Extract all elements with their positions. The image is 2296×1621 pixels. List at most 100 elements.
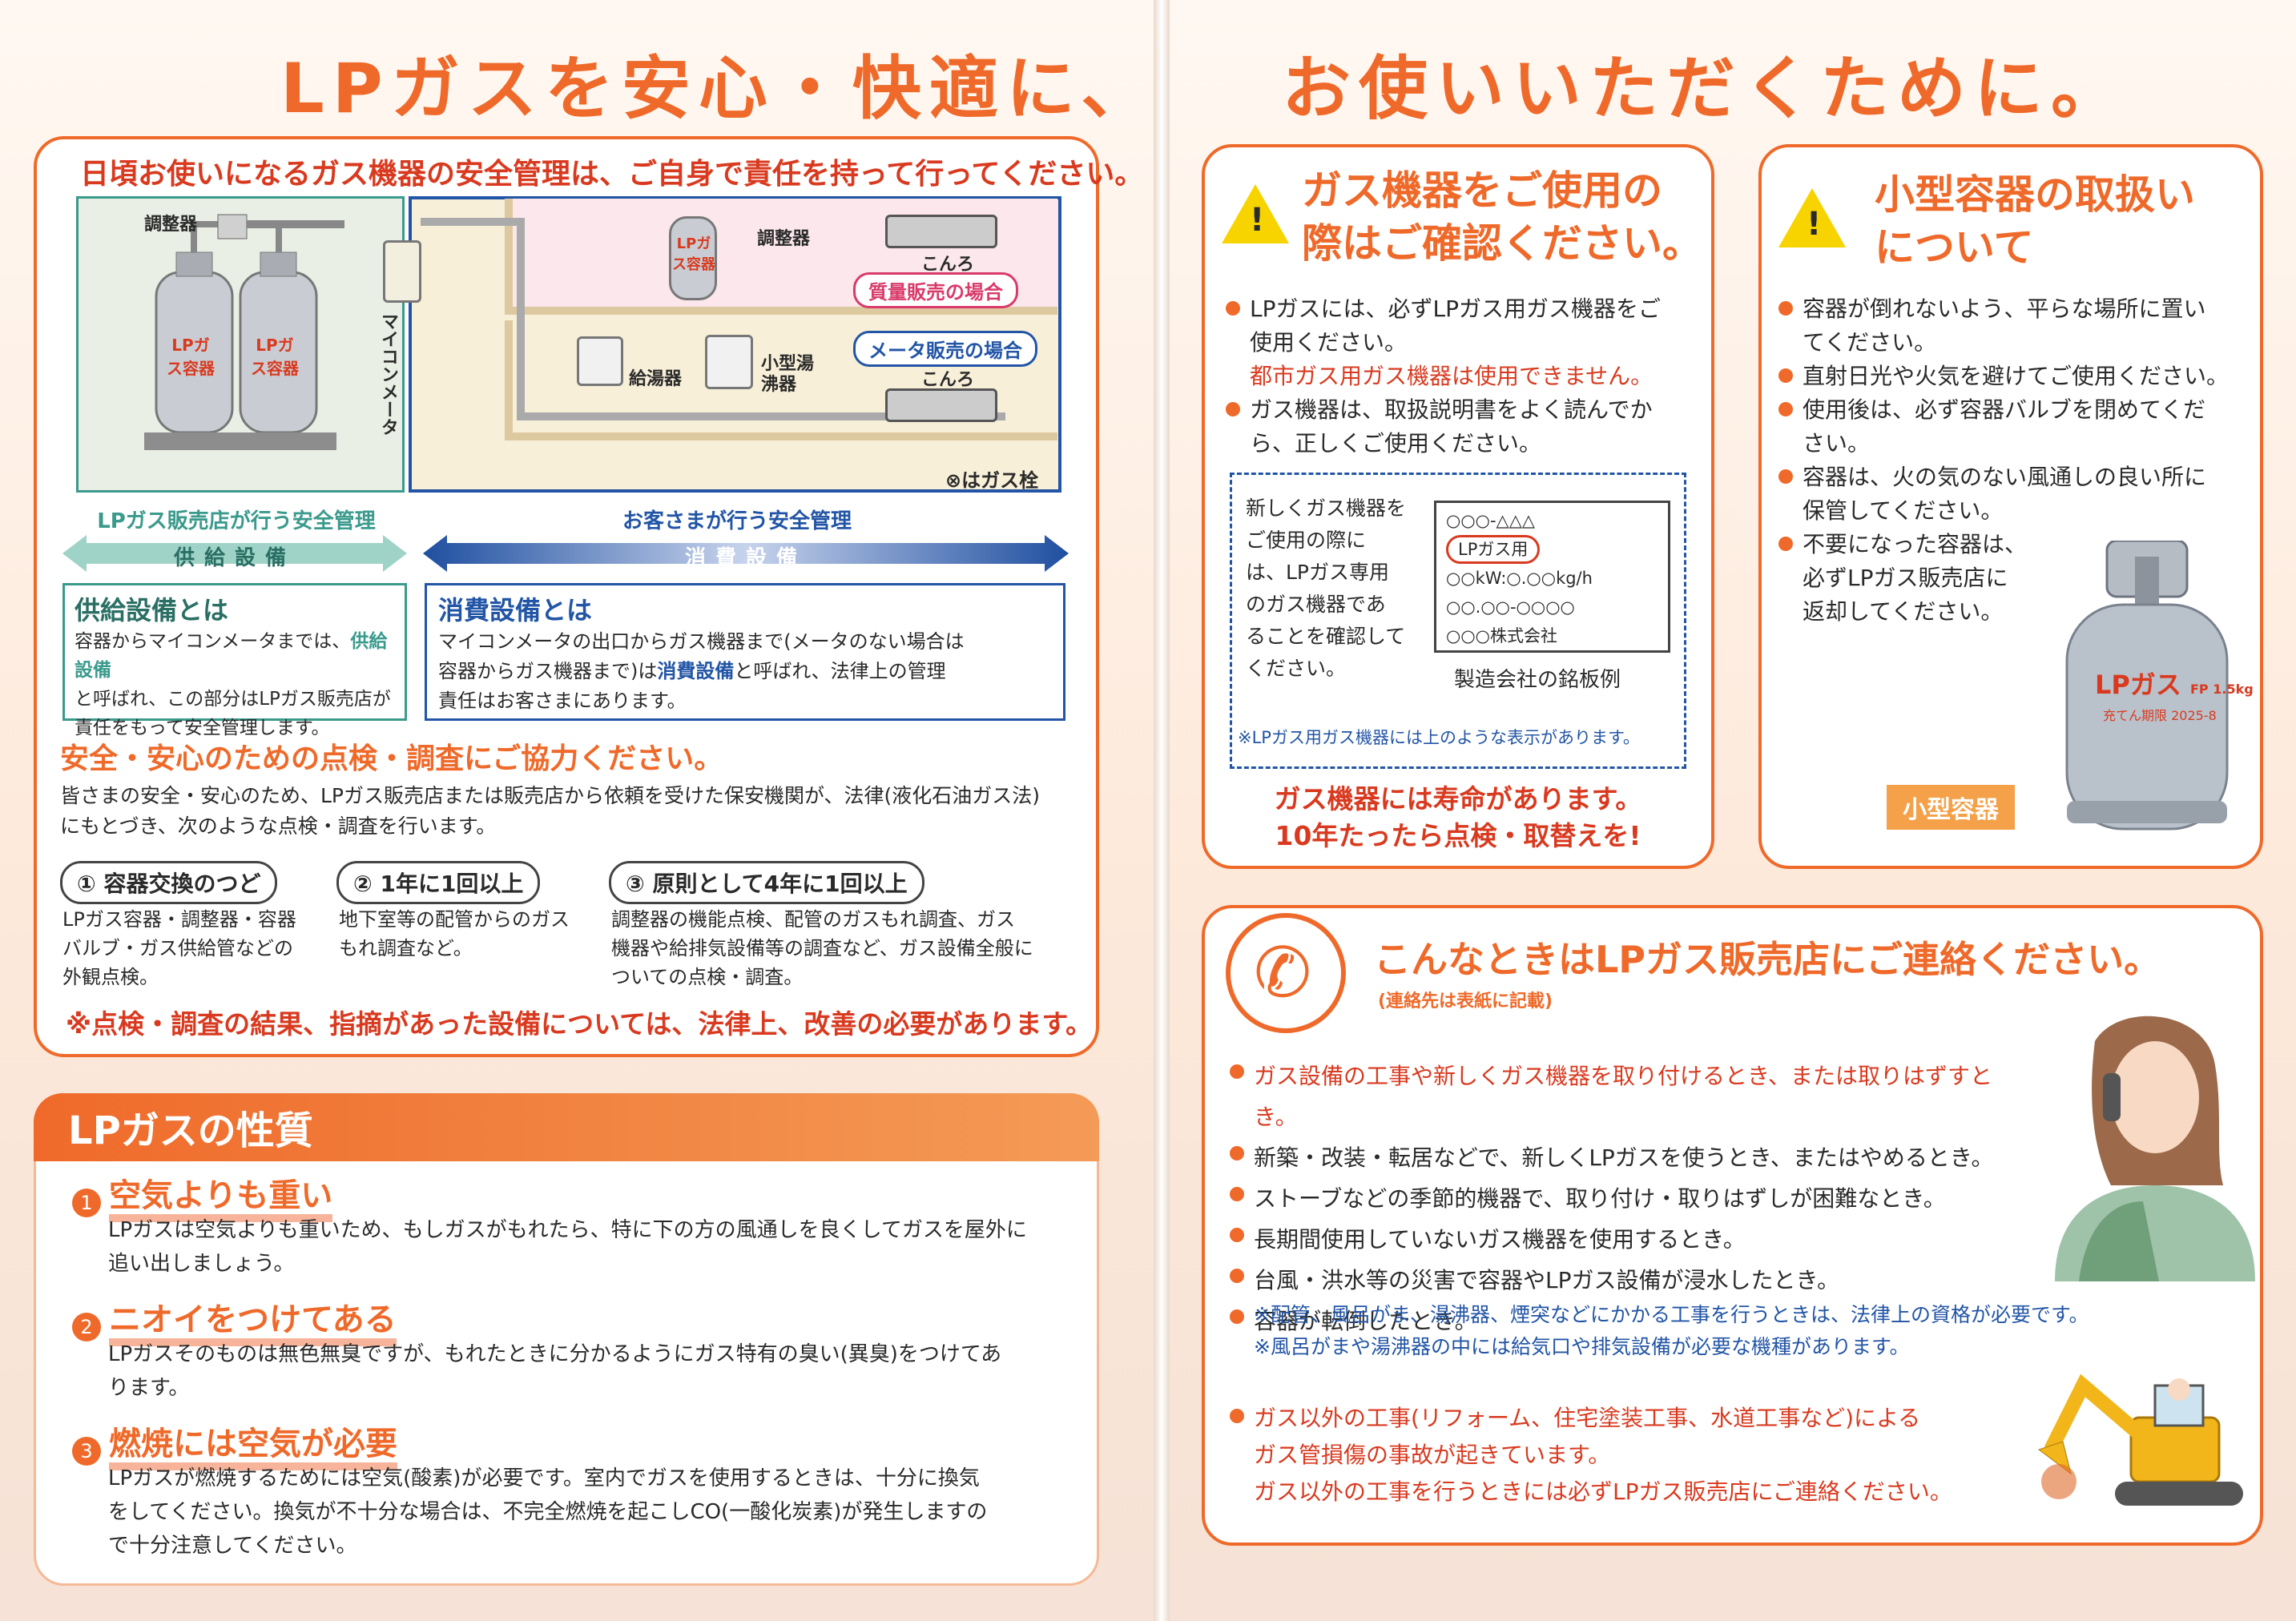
contact-note-2: ※風呂がまや湯沸器の中には給気口や排気設備が必要な機種があります。	[1254, 1335, 1910, 1358]
small-bullet-1: 容器が倒れないよう、平らな場所に置いてください。	[1778, 292, 2251, 360]
regulator-label: 調整器	[144, 215, 198, 235]
property-1: 1 空気よりも重い	[72, 1169, 333, 1222]
contact-warning-3: ガス以外の工事を行うときには必ずLPガス販売店にご連絡ください。	[1254, 1478, 1952, 1505]
property-2-text: LPガスそのものは無色無臭ですが、もれたときに分かるようにガス特有の臭い(異臭)…	[108, 1337, 1001, 1405]
nameplate-note: ※LPガス用ガス機器には上のような表示があります。	[1238, 728, 1640, 747]
supply-text-1b: 供給設備	[75, 631, 388, 681]
water-heater-label: 給湯器	[629, 369, 683, 389]
small-bullet-2: 直射日光や火気を避けてご使用ください。	[1778, 360, 2251, 393]
property-2-line-1: LPガスそのものは無色無臭ですが、もれたときに分かるようにガス特有の臭い(異臭)…	[108, 1342, 1002, 1366]
phone-icon: ✆	[1254, 933, 1312, 1013]
supply-text-3: 責任をもって安全管理します。	[75, 718, 330, 738]
pipe-bottom	[517, 412, 1005, 420]
small-cylinder-sub: FP 1.5kg	[2190, 682, 2254, 697]
property-1-line-2: 追い出しましょう。	[108, 1252, 295, 1276]
meter-sale-room	[505, 320, 1057, 440]
small-container-title-2: について	[1875, 224, 2034, 271]
device-bullet-2b: ら、正しくご使用ください。	[1250, 430, 1542, 457]
inspection-item-2-text: 地下室等の配管からのガス もれ調査など。	[339, 905, 570, 963]
lifespan-notice-2: 10年たったら点検・取替えを!	[1275, 820, 1641, 851]
inspection-item-3-text: 調整器の機能点検、配管のガスもれ調査、ガス 機器や給排気設備等の調査など、ガス設…	[611, 905, 1033, 992]
customer-mgmt-label: お客さまが行う安全管理	[622, 509, 852, 533]
contact-item-1: ガス設備の工事や新しくガス機器を取り付けるとき、または取りはずすとき。	[1230, 1056, 2031, 1137]
contact-title: こんなときはLPガス販売店にご連絡ください。	[1374, 938, 2161, 981]
nameplate-caption: 製造会社の銘板例	[1454, 668, 1621, 692]
contact-subtitle: (連絡先は表紙に記載)	[1378, 992, 1553, 1012]
micom-meter-icon	[383, 240, 421, 303]
device-bullet-1: LPガスには、必ずLPガス用ガス機器をご使用ください。都市ガス用ガス機器は使用で…	[1226, 292, 1698, 393]
small-cylinder-label: LPガス FP 1.5kg	[2095, 665, 2254, 702]
property-1-text: LPガスは空気よりも重いため、もしガスがもれたら、特に下の方の風通しを良くしてガ…	[108, 1213, 1027, 1281]
inspection-body-2: にもとづき、次のような点検・調査を行います。	[60, 815, 497, 838]
device-bullet-1c: 都市ガス用ガス機器は使用できません。	[1250, 363, 1654, 389]
supply-text-2: と呼ばれ、この部分はLPガス販売店が	[75, 689, 391, 710]
small-bullet-1b: てください。	[1803, 329, 1937, 356]
mass-sale-badge: 質量販売の場合	[853, 272, 1018, 308]
small-bullet-3: 使用後は、必ず容器バルブを閉めてください。	[1778, 393, 2251, 461]
phone-bubble	[1226, 913, 1346, 1033]
small-bullet-5a: 不要になった容器は、	[1803, 531, 2028, 557]
nameplate-instruction-1: 新しくガス機器を	[1246, 497, 1407, 520]
contact-note-1: ※配管、風呂がま、湯沸器、煙突などにかかる工事を行うときは、法律上の資格が必要で…	[1254, 1303, 2089, 1326]
valve-legend: ⊗はガス栓	[945, 465, 1038, 493]
consumer-text-3: 責任はお客さまにあります。	[438, 690, 687, 712]
nameplate-line-4: ○○.○○-○○○○	[1446, 597, 1575, 617]
cylinder-label-1: LPガス容器	[167, 336, 215, 378]
warning-icon-2	[1778, 188, 1846, 247]
property-1-number: 1	[72, 1188, 101, 1217]
small-heater-label: 小型湯沸器	[761, 354, 815, 395]
inspection-item-3-line-3: ついての点検・調査。	[611, 966, 804, 988]
property-2-title: ニオイをつけてある	[109, 1301, 397, 1346]
page-fold	[1154, 0, 1170, 1621]
inspection-item-1-line-3: 外観点検。	[62, 966, 159, 988]
property-3-number: 3	[72, 1436, 101, 1466]
cylinders-illustration	[144, 214, 344, 450]
page-title-left: LPガスを安心・快適に、	[280, 49, 1158, 129]
inspection-body: 皆さまの安全・安心のため、LPガス販売店または販売店から依頼を受けた保安機関が、…	[60, 781, 1086, 842]
supply-definition-title: 供給設備とは	[75, 595, 229, 625]
micom-meter-label: マイコンメータ	[378, 312, 398, 436]
stove-icon-1	[885, 215, 997, 248]
contact-item-6: 容器が転倒したとき。	[1230, 1301, 2031, 1341]
inspection-body-1: 皆さまの安全・安心のため、LPガス販売店または販売店から依頼を受けた保安機関が、…	[60, 784, 1041, 807]
inspection-heading: 安全・安心のための点検・調査にご協力ください。	[60, 742, 723, 775]
small-bullet-4: 容器は、火の気のない風通しの良い所に保管してください。	[1778, 461, 2251, 528]
intro-text: 日頃お使いになるガス機器の安全管理は、ご自身で責任を持って行ってください。	[80, 158, 1144, 191]
lifespan-notice: ガス機器には寿命があります。 10年たったら点検・取替えを!	[1202, 781, 1714, 855]
small-bullet-5: 不要になった容器は、必ずLPガス販売店に返却してください。	[1778, 528, 2251, 629]
cylinder-label-2: LPガス容器	[251, 336, 299, 378]
small-bullet-4b: 保管してください。	[1803, 497, 2004, 524]
pipe-down	[517, 218, 525, 418]
device-bullet-1a: LPガスには、必ずLPガス用ガス機器をご	[1250, 296, 1661, 322]
small-container-title: 小型容器の取扱い について	[1875, 168, 2195, 274]
small-cylinder-brand: LPガス	[2095, 670, 2181, 700]
small-bullet-1a: 容器が倒れないよう、平らな場所に置い	[1803, 296, 2206, 322]
pipe-top	[421, 218, 525, 226]
nameplate-instruction-6: ください。	[1246, 657, 1347, 680]
small-bullet-5c: 返却してください。	[1803, 598, 2004, 625]
nameplate-box	[1230, 473, 1686, 769]
supply-text-1: 容器からマイコンメータまでは、	[75, 631, 351, 652]
mass-cylinder-icon	[669, 216, 717, 300]
nameplate-line-5: ○○○株式会社	[1446, 626, 1557, 646]
nameplate-instruction-2: ご使用の際に	[1246, 529, 1367, 552]
device-check-title-1: ガス機器をご使用の	[1302, 167, 1662, 214]
small-container-bullets: 容器が倒れないよう、平らな場所に置いてください。 直射日光や火気を避けてご使用く…	[1778, 292, 2251, 629]
consumer-text-2a: 容器からガス機器まで)は	[438, 660, 658, 682]
device-check-title: ガス機器をご使用の 際はご確認ください。	[1302, 164, 1702, 270]
property-1-title: 空気よりも重い	[109, 1177, 333, 1222]
device-check-bullets: LPガスには、必ずLPガス用ガス機器をご使用ください。都市ガス用ガス機器は使用で…	[1226, 292, 1698, 461]
small-container-badge: 小型容器	[1887, 785, 2015, 830]
consumer-text-1: マイコンメータの出口からガス機器まで(メータのない場合は	[438, 630, 965, 653]
contact-warning-2: ガス管損傷の事故が起きています。	[1254, 1442, 1611, 1468]
contact-item-2: 新築・改装・転居などで、新しくLPガスを使うとき、またはやめるとき。	[1230, 1137, 2031, 1178]
property-1-line-1: LPガスは空気よりも重いため、もしガスがもれたら、特に下の方の風通しを良くしてガ…	[108, 1218, 1027, 1242]
nameplate-instruction-4: のガス機器であ	[1246, 593, 1386, 616]
consumer-arrow-label: 消費設備	[684, 546, 807, 570]
nameplate-instruction-3: は、LPガス専用	[1246, 561, 1390, 584]
device-check-title-2: 際はご確認ください。	[1302, 220, 1702, 267]
woman-phone-illustration	[2055, 1016, 2255, 1281]
nameplate-line-1: ○○○-△△△	[1446, 511, 1535, 530]
small-bullet-3a: 使用後は、必ず容器バルブを閉めてくだ	[1803, 396, 2206, 423]
property-3-line-3: で十分注意してください。	[108, 1534, 357, 1558]
